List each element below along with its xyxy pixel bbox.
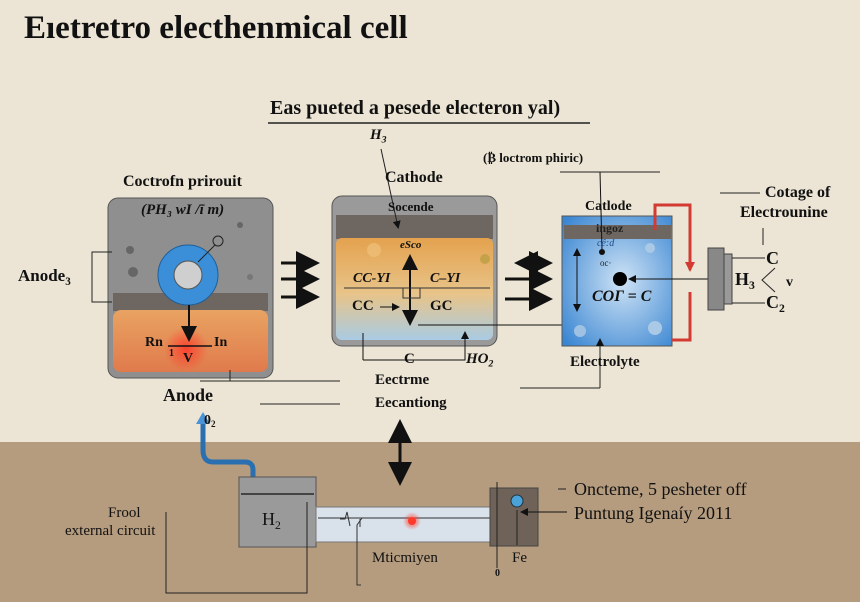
h3-right-label: H3	[735, 269, 755, 293]
oc-label: oc·	[600, 258, 612, 268]
middle-cell	[331, 148, 570, 361]
subtitle: Eas pueted a pesede electeron yal)	[270, 97, 561, 119]
pointer-label: (₿ loctrom phiric)	[483, 150, 584, 165]
note-1: Oncteme, 5 pesheter off	[574, 479, 747, 499]
eecantiong-label: Eecantiong	[375, 395, 447, 411]
flow-arrows-right	[505, 251, 553, 311]
left-cell	[91, 197, 274, 379]
flow-arrows-left	[281, 251, 320, 309]
rn-label: Rn	[145, 335, 163, 350]
o2-label: 02	[204, 413, 216, 430]
bottom-assembly	[165, 412, 567, 594]
left-cell-formula: (PH₃ wI /ī m)	[141, 202, 225, 218]
in-label: In	[214, 335, 228, 350]
ce-label: cê:d	[597, 238, 615, 249]
electrme-label: Eectrme	[375, 372, 430, 388]
anode-label: Anode	[163, 385, 214, 405]
c-yi-label: C–YI	[430, 271, 461, 286]
gc-label: GC	[430, 298, 453, 314]
tube-label: Mticmiyen	[372, 550, 438, 566]
v-label: V	[183, 351, 194, 366]
ho2-label: HO2	[466, 351, 494, 370]
note-2: Puntung Igenaíy 2011	[574, 503, 733, 523]
cc-yi-label: CC-YI	[353, 271, 391, 286]
c2-label: C2	[766, 292, 785, 316]
fe-label: Fe	[512, 550, 527, 566]
cathode-label: Cathode	[385, 169, 443, 186]
side-label-1: Cotage of	[765, 184, 831, 201]
left-cell-heading: Coctrofn prirouit	[123, 173, 242, 190]
zero-label: 0	[495, 568, 500, 579]
right-formula: COΓ = C	[592, 288, 652, 305]
v-right-label: v	[786, 275, 793, 290]
c-top-label: C	[766, 248, 779, 268]
side-label-2: Electrounine	[740, 204, 828, 221]
h2-label: H2	[262, 509, 281, 533]
esco-label: eSco	[400, 239, 422, 251]
middle-cap-label: Socende	[388, 199, 434, 214]
cc-label: CC	[352, 298, 374, 314]
electrolyte-label: Electrolyte	[570, 354, 640, 370]
right-cap-label: ingoz	[596, 221, 624, 235]
i-label: 1	[169, 348, 174, 359]
catlode-label: Catlode	[585, 199, 632, 214]
c-label: C	[404, 351, 415, 367]
external-label-1: Frool	[108, 505, 141, 521]
external-label-2: external circuit	[65, 523, 156, 539]
page-title: Eıetretro electhenmical cell	[24, 10, 408, 46]
right-cell	[520, 171, 776, 389]
anode-3-label: Anode3	[18, 266, 71, 288]
h3-label: H3	[370, 127, 387, 146]
